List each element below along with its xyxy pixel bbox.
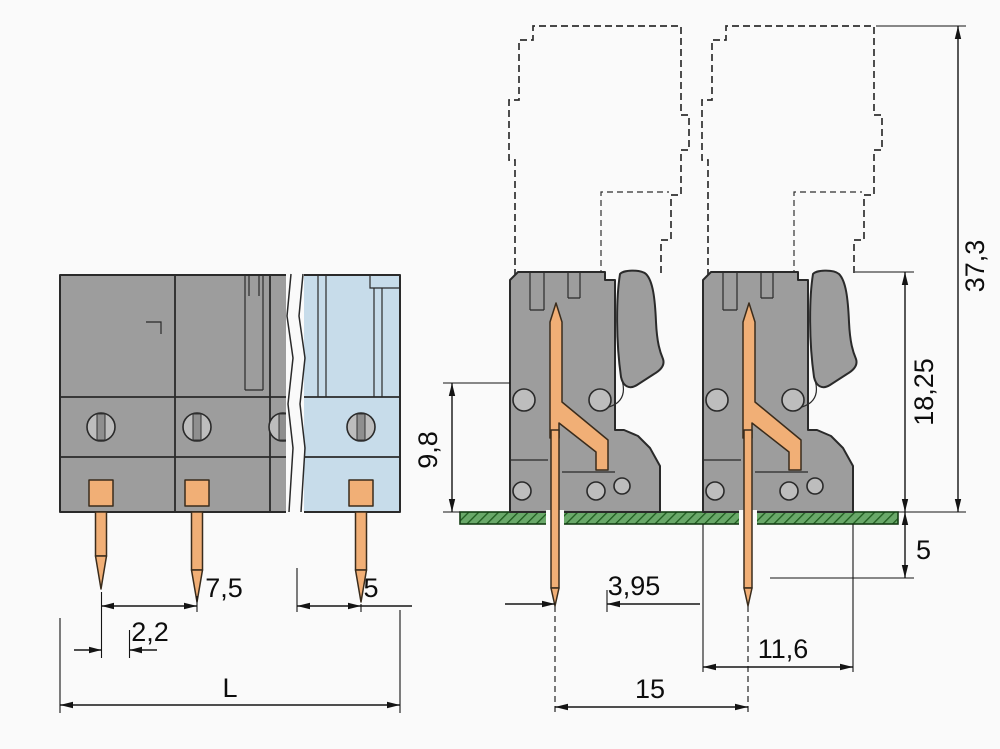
dim-label-pin-offset: 2,2	[131, 617, 169, 647]
dim-label-header-height: 18,25	[909, 358, 939, 426]
dim-pin-to-face: 3,95	[505, 571, 700, 608]
dim-pin-offset: 2,2	[74, 617, 169, 654]
mating-plug-outline	[508, 25, 690, 277]
front-housing-details	[146, 276, 400, 397]
dim-label-pin-length: 5	[916, 535, 931, 565]
pcb	[459, 511, 899, 525]
dim-label-total-height: 37,3	[960, 240, 990, 293]
dim-header-height: 18,25	[901, 272, 939, 512]
dim-pin-length: 5	[901, 512, 931, 578]
dim-length: L	[60, 673, 400, 709]
solder-pin	[94, 511, 108, 557]
dim-label-entry-height: 9,8	[413, 431, 443, 469]
dim-label-pin-to-face: 3,95	[608, 571, 661, 601]
dim-pole-spacing: 15	[555, 674, 748, 711]
side-connector	[509, 269, 665, 717]
housing-break	[286, 272, 306, 515]
mating-plug-outline	[701, 25, 883, 277]
dim-entry-height: 9,8	[413, 383, 456, 512]
front-dimensions: 7,5 5 2,2 L	[59, 568, 412, 713]
front-end-module-blue	[295, 274, 401, 513]
front-solder-pins	[94, 511, 368, 603]
front-housing	[59, 274, 297, 513]
dim-end-clearance: 5	[297, 573, 412, 610]
dim-depth: 11,6	[703, 634, 853, 671]
solder-pin	[354, 511, 368, 571]
dim-label-length: L	[222, 673, 237, 703]
side-view	[459, 25, 899, 717]
dim-label-end-clearance: 5	[363, 573, 378, 603]
front-view	[59, 272, 401, 603]
dim-label-pole-spacing: 15	[635, 674, 665, 704]
solder-pin	[190, 511, 204, 571]
dim-total-height: 37,3	[954, 26, 990, 512]
dim-label-depth: 11,6	[758, 634, 809, 664]
side-dimensions: 9,8 18,25 37,3 5 3,95	[413, 25, 990, 711]
dim-pitch: 7,5	[101, 573, 243, 610]
dim-label-pitch: 7,5	[205, 573, 243, 603]
front-solder-pads	[88, 479, 374, 507]
